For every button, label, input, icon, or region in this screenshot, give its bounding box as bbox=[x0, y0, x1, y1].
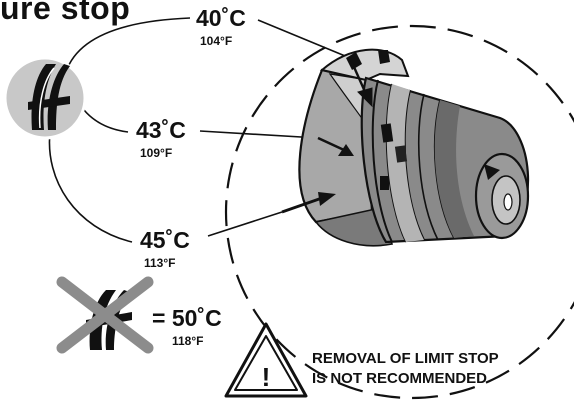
limit-stop-icon bbox=[3, 56, 87, 140]
crossed-stop-fahrenheit: 118°F bbox=[172, 334, 204, 348]
warning-line-1: REMOVAL OF LIMIT STOP bbox=[312, 350, 499, 367]
stop-label-45-fahrenheit: 113°F bbox=[144, 256, 176, 270]
crossed-stop-prefix: = bbox=[152, 305, 172, 331]
connector-curve-45 bbox=[48, 131, 133, 243]
crossed-stop-celsius: 50˚C bbox=[171, 305, 222, 331]
stop-label-43-celsius: 43˚C bbox=[136, 117, 186, 143]
stop-label-40-fahrenheit: 104°F bbox=[200, 34, 233, 48]
crossed-limit-stop-icon bbox=[56, 276, 154, 354]
stop-label-43-fahrenheit: 109°F bbox=[140, 146, 173, 160]
connector-curve-43 bbox=[83, 109, 129, 133]
zoom-circle bbox=[224, 24, 574, 400]
leader-43 bbox=[199, 130, 319, 139]
warning-line-2: IS NOT RECOMMENDED bbox=[312, 370, 488, 387]
stop-label-40-celsius: 40˚C bbox=[196, 5, 246, 31]
stop-arrows bbox=[281, 57, 373, 214]
connector-curve-40 bbox=[65, 17, 191, 73]
warning-symbol: ! bbox=[262, 362, 271, 392]
thermostatic-cartridge bbox=[298, 48, 530, 247]
leader-40 bbox=[257, 19, 351, 59]
page-title: ure stop bbox=[0, 0, 131, 26]
leader-45 bbox=[207, 211, 283, 237]
stop-label-45-celsius: 45˚C bbox=[140, 227, 190, 253]
warning-text: REMOVAL OF LIMIT STOP IS NOT RECOMMENDED bbox=[312, 349, 499, 389]
warning-triangle-icon: ! bbox=[224, 322, 308, 398]
crossed-stop-label: = 50˚C bbox=[152, 305, 222, 332]
